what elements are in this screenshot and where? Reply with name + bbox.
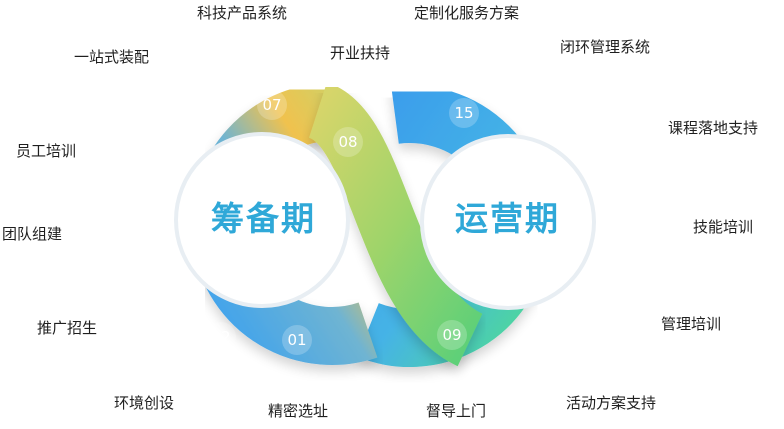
step-label-11: 管理培训: [661, 315, 722, 333]
step-label-02: 环境创设: [114, 394, 175, 412]
phase-title-operation: 运营期: [455, 199, 560, 238]
step-badge-15: 15: [449, 98, 479, 128]
step-label-15: 定制化服务方案: [414, 4, 520, 22]
step-label-03: 推广招生: [37, 319, 98, 337]
step-badge-11: 11: [586, 282, 616, 312]
step-label-05: 员工培训: [16, 142, 77, 160]
step-badge-02: 02: [206, 322, 236, 352]
step-label-06: 一站式装配: [74, 48, 150, 66]
step-label-14: 闭环管理系统: [560, 38, 651, 56]
step-badge-06: 06: [185, 108, 215, 138]
step-badge-13: 13: [589, 140, 619, 170]
phase-title-preparation: 筹备期: [211, 199, 316, 238]
step-badge-09: 09: [437, 320, 467, 350]
step-badge-12: 12: [611, 212, 641, 242]
step-badge-03: 03: [152, 282, 182, 312]
step-badge-04: 04: [128, 221, 158, 251]
crossing-band: [305, 82, 485, 367]
step-badge-07: 07: [257, 90, 287, 120]
step-badge-08: 08: [333, 127, 363, 157]
step-badge-05: 05: [145, 154, 175, 184]
step-label-12: 技能培训: [693, 218, 754, 236]
step-badge-14: 14: [528, 93, 558, 123]
step-label-04: 团队组建: [2, 225, 63, 243]
step-label-10: 活动方案支持: [566, 394, 657, 412]
step-badge-01: 01: [282, 325, 312, 355]
step-label-09: 督导上门: [426, 402, 487, 420]
step-label-13: 课程落地支持: [668, 119, 759, 137]
step-badge-10: 10: [532, 325, 562, 355]
step-label-08: 开业扶持: [330, 44, 391, 62]
step-label-01: 精密选址: [268, 402, 329, 420]
step-label-07: 科技产品系统: [197, 4, 288, 22]
